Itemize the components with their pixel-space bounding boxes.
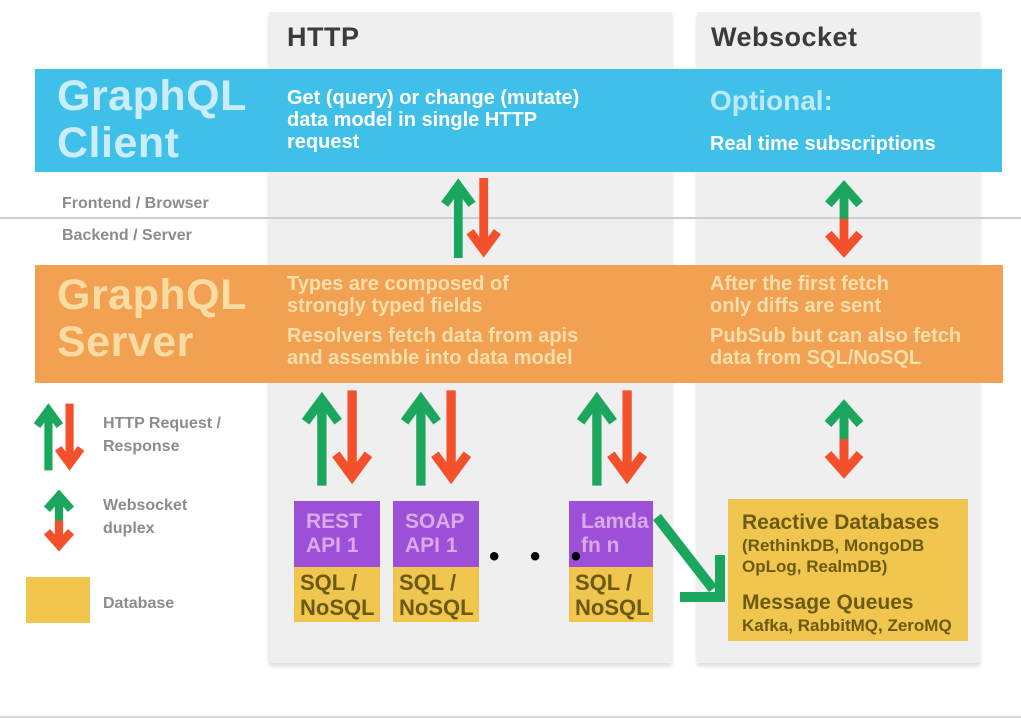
server-ws-diffs-text: After the first fetch only diffs are sen… xyxy=(710,273,889,317)
legend-websocket-label: Websocket duplex xyxy=(103,497,188,537)
http-column-header: HTTP xyxy=(287,22,360,52)
ellipsis-dots: • • • xyxy=(489,540,593,573)
rest-api-label: REST API 1 xyxy=(294,501,380,567)
websocket-duplex-arrow-icon xyxy=(43,489,75,552)
http-request-response-arrows-icon xyxy=(301,390,373,486)
graphql-client-title: GraphQL Client xyxy=(57,73,247,167)
websocket-column-header: Websocket xyxy=(711,22,858,52)
soap-api-box: SOAP API 1 SQL / NoSQL xyxy=(393,501,479,622)
page-bottom-rule xyxy=(0,716,1021,718)
graphql-client-title-line1: GraphQL xyxy=(57,72,247,120)
graphql-client-band: GraphQL Client Get (query) or change (mu… xyxy=(35,69,1002,172)
backend-layer-label: Backend / Server xyxy=(62,227,192,244)
websocket-duplex-arrow-icon xyxy=(824,399,864,479)
database-swatch-icon xyxy=(26,577,90,623)
http-request-response-arrows-icon xyxy=(33,403,85,471)
client-ws-optional-title: Optional: xyxy=(710,85,833,116)
soap-api-label: SOAP API 1 xyxy=(393,501,479,567)
soap-sql-nosql-label: SQL / NoSQL xyxy=(393,567,479,622)
http-request-response-arrows-icon xyxy=(441,177,501,259)
lambda-fn-label: Lamda fn n xyxy=(569,501,653,567)
frontend-backend-divider xyxy=(0,217,1021,219)
message-queues-title: Message Queues xyxy=(742,591,914,614)
message-queues-examples: Kafka, RabbitMQ, ZeroMQ xyxy=(742,616,952,635)
graphql-server-title-line1: GraphQL xyxy=(57,271,247,319)
rest-sql-nosql-label: SQL / NoSQL xyxy=(294,567,380,622)
websocket-duplex-arrow-icon xyxy=(825,180,863,258)
reactive-databases-title: Reactive Databases xyxy=(742,511,940,534)
diagonal-flow-arrow-icon xyxy=(653,513,725,602)
client-ws-description: Real time subscriptions xyxy=(710,133,936,155)
graphql-server-title-line2: Server xyxy=(57,318,194,366)
lambda-fn-box: Lamda fn n SQL / NoSQL xyxy=(569,501,653,622)
server-ws-pubsub-text: PubSub but can also fetch data from SQL/… xyxy=(710,325,962,369)
graphql-server-title: GraphQL Server xyxy=(57,272,247,366)
graphql-client-title-line2: Client xyxy=(57,119,180,167)
graphql-server-band: GraphQL Server Types are composed of str… xyxy=(35,265,1003,383)
legend-http-label: HTTP Request / Response xyxy=(103,415,221,455)
rest-api-box: REST API 1 SQL / NoSQL xyxy=(294,501,380,622)
http-request-response-arrows-icon xyxy=(400,390,472,486)
reactive-databases-box: Reactive Databases (RethinkDB, MongoDB O… xyxy=(728,499,968,641)
server-http-resolvers-text: Resolvers fetch data from apis and assem… xyxy=(287,325,579,369)
reactive-databases-examples: (RethinkDB, MongoDB OpLog, RealmDB) xyxy=(742,536,925,576)
frontend-layer-label: Frontend / Browser xyxy=(62,195,209,212)
server-http-types-text: Types are composed of strongly typed fie… xyxy=(287,273,509,317)
http-request-response-arrows-icon xyxy=(576,390,648,486)
client-http-description: Get (query) or change (mutate) data mode… xyxy=(287,87,580,153)
lambda-sql-nosql-label: SQL / NoSQL xyxy=(569,567,653,622)
legend-database-label: Database xyxy=(103,595,175,612)
